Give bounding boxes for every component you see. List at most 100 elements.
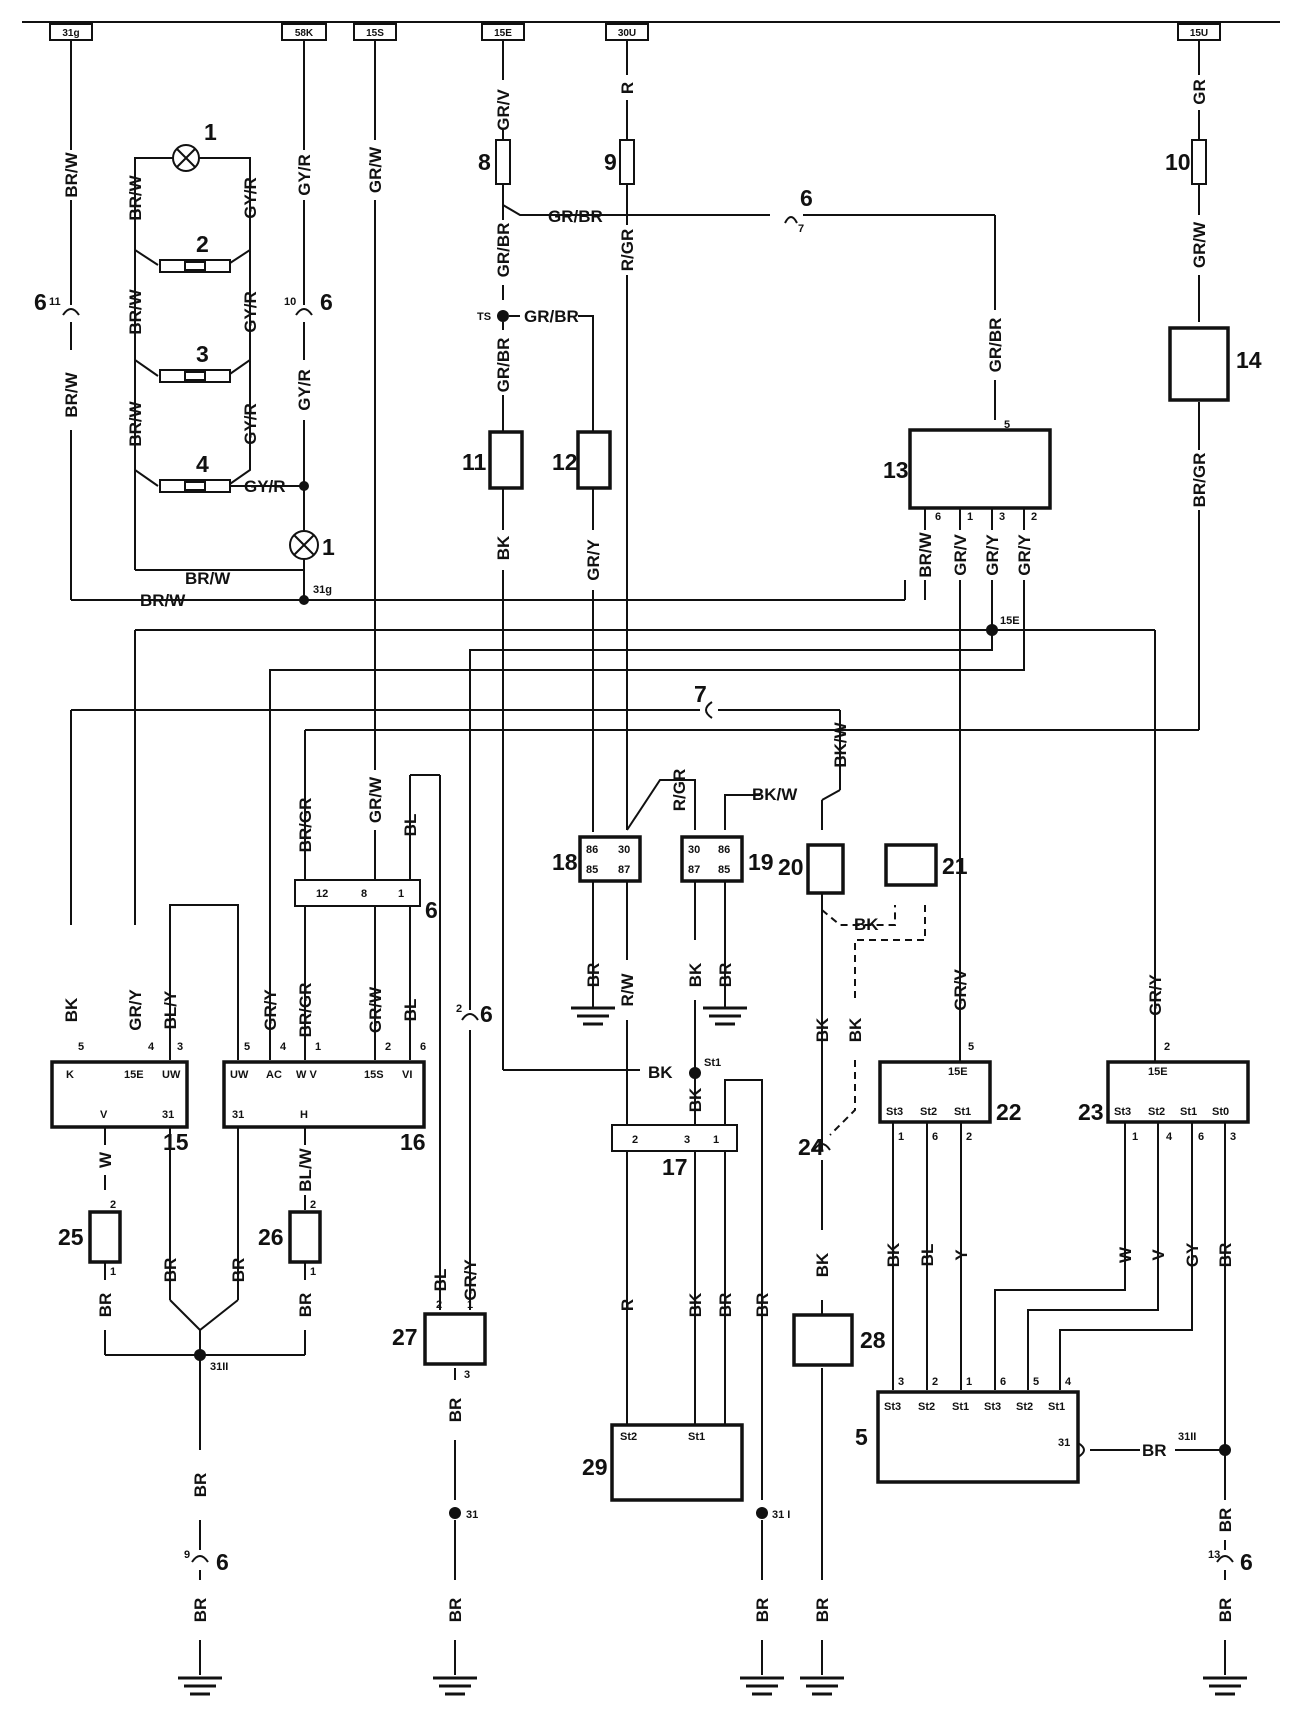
- wire-label: GY/R: [295, 369, 314, 411]
- wire-label: GY: [1183, 1242, 1202, 1267]
- wires-13-below: [134, 508, 1156, 1060]
- pin-label: 85: [586, 864, 598, 876]
- pin-label: St3: [1114, 1106, 1131, 1118]
- pin-label: 31: [162, 1109, 174, 1121]
- wire-15u: [304, 40, 1207, 770]
- wire-label: GR/Y: [1015, 534, 1034, 576]
- component-14: [1168, 326, 1230, 402]
- svg-text:58K: 58K: [295, 28, 314, 39]
- wire-label: GR/BR: [548, 207, 603, 226]
- wire-label: GR/BR: [524, 307, 579, 326]
- wire-label: GY/R: [241, 177, 260, 219]
- wire-label: BK/W: [752, 785, 798, 804]
- wire-label: W: [96, 1151, 115, 1168]
- instrument-lamp-ladder: [134, 144, 304, 571]
- svg-text:30U: 30U: [618, 28, 636, 39]
- pin-label: 6: [1000, 1376, 1006, 1388]
- pin-label: 8: [361, 888, 367, 900]
- wire-label: BR/W: [62, 151, 81, 197]
- wire-label: BR: [161, 1258, 180, 1283]
- svg-text:15S: 15S: [366, 28, 384, 39]
- pin-label: H: [300, 1109, 308, 1121]
- relay-19: [680, 835, 744, 883]
- wire-label: BR: [716, 1293, 735, 1318]
- svg-text:15E: 15E: [494, 28, 512, 39]
- pin-label: St2: [620, 1431, 637, 1443]
- component-11: [488, 430, 524, 490]
- ground-symbol: [178, 1676, 222, 1696]
- pin-label: 3: [464, 1369, 470, 1381]
- illumination-2-label: 2: [196, 231, 209, 257]
- wire-connector-7: [70, 701, 841, 925]
- pin-label: 1: [315, 1041, 321, 1053]
- wire-label: BK: [884, 1242, 903, 1267]
- pin-label: K: [66, 1069, 74, 1081]
- pin-label: 15S: [364, 1069, 384, 1081]
- bus-terminal-15u: 15U: [1177, 23, 1221, 41]
- component-26-label: 26: [258, 1224, 284, 1250]
- pin-label: 4: [1065, 1376, 1072, 1388]
- component-25: [88, 1210, 122, 1264]
- node-label: 31 I: [772, 1509, 790, 1521]
- pin-label: AC: [266, 1069, 282, 1081]
- wire-label: R: [618, 1299, 637, 1311]
- pin-label: 2: [110, 1199, 116, 1211]
- wire-label: BK: [494, 535, 513, 560]
- component-29-label: 29: [582, 1454, 608, 1480]
- wire-label: BR: [191, 1473, 210, 1498]
- wire-label: BR: [1216, 1598, 1235, 1623]
- pin-label: 86: [586, 844, 598, 856]
- pin-label: St1: [1180, 1106, 1197, 1118]
- component-29: [610, 1423, 744, 1502]
- node-label: 31g: [313, 584, 332, 596]
- connector-pin-label: 7: [798, 223, 804, 235]
- pin-label: 15E: [124, 1069, 144, 1081]
- relay-18-label: 18: [552, 849, 578, 875]
- wire-bly-loop: [169, 904, 239, 1060]
- relay-18: [578, 835, 642, 883]
- wire-label: GR/Y: [126, 989, 145, 1031]
- connector-6-label: 6: [480, 1001, 493, 1027]
- pin-label: 6: [932, 1131, 938, 1143]
- node-label: 31: [466, 1509, 478, 1521]
- component-27: [423, 1312, 487, 1366]
- pin-label: 2: [1164, 1041, 1170, 1053]
- pin-label: 2: [436, 1299, 442, 1311]
- connector-6-label: 6: [800, 185, 813, 211]
- component-5-label: 5: [855, 1424, 868, 1450]
- connector-6-label: 6: [216, 1549, 229, 1575]
- wire-label: GR/BR: [494, 338, 513, 393]
- pin-label: 5: [1033, 1376, 1039, 1388]
- wire-label: BR: [446, 1398, 465, 1423]
- component-26: [288, 1210, 322, 1264]
- svg-text:31g: 31g: [62, 28, 79, 39]
- wire-label: V: [1149, 1249, 1168, 1261]
- connector-17-label: 17: [662, 1154, 688, 1180]
- wire-label: GY/R: [295, 154, 314, 196]
- ground-symbol: [703, 940, 747, 1026]
- wires-below-15-16: [104, 1127, 306, 1675]
- wire-label: BR/W: [126, 174, 145, 220]
- wire-label: BR: [1216, 1508, 1235, 1533]
- fuse-10-label: 10: [1165, 149, 1191, 175]
- pin-label: 2: [632, 1134, 638, 1146]
- pin-label: St0: [1212, 1106, 1229, 1118]
- ground-symbol: [740, 1676, 784, 1696]
- pin-label: St3: [984, 1401, 1001, 1413]
- pin-label: 87: [688, 864, 700, 876]
- connector-7-label: 7: [694, 681, 707, 707]
- component-21: [884, 843, 938, 887]
- wire-label: BR/W: [916, 531, 935, 577]
- component-22-label: 22: [996, 1099, 1022, 1125]
- ground-symbol: [433, 1676, 477, 1696]
- node-label: 15E: [1000, 615, 1020, 627]
- pin-label: 15E: [948, 1066, 968, 1078]
- wire-label: Y: [952, 1249, 971, 1261]
- node-label: 31II: [210, 1361, 228, 1373]
- component-13: [908, 428, 1052, 510]
- pin-label: St1: [954, 1106, 971, 1118]
- connector-17: [611, 1079, 768, 1675]
- wire-label: BR: [753, 1598, 772, 1623]
- pin-label: 4: [1166, 1131, 1173, 1143]
